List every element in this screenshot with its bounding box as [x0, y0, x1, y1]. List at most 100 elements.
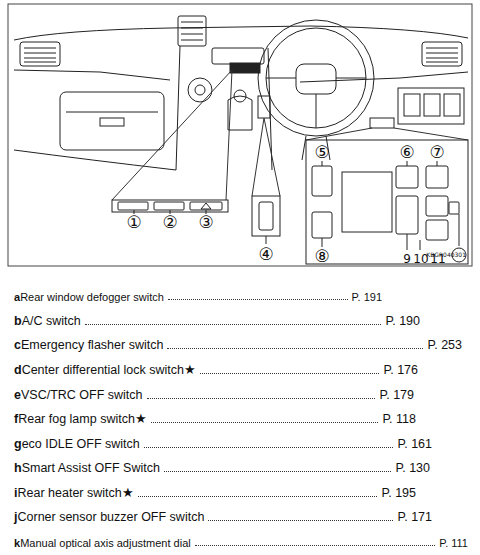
page-ref: P. 118	[382, 412, 416, 426]
vent	[422, 42, 462, 66]
page-ref: P. 253	[427, 338, 462, 352]
vent-fins	[426, 48, 458, 62]
leader-dots	[200, 373, 379, 374]
item-name: Smart Assist OFF Switch	[22, 461, 160, 475]
leader-line	[252, 118, 280, 196]
callout-number: ④	[258, 246, 273, 263]
meter	[404, 94, 420, 116]
list-row: cEmergency flasher switchP. 253	[14, 338, 462, 352]
leader-dots	[85, 324, 382, 325]
audio-unit	[212, 48, 264, 64]
switch-icon	[426, 166, 448, 188]
switch-icon	[426, 196, 448, 216]
leader-dots	[138, 496, 378, 497]
page-ref: P. 176	[383, 363, 418, 377]
glovebox-handle	[100, 118, 124, 126]
inset-box	[252, 196, 280, 236]
page-ref: P. 191	[352, 291, 382, 303]
callout-number: ②	[162, 214, 177, 231]
switch-icon	[190, 202, 222, 210]
item-letter: k	[14, 537, 20, 549]
list-row: iRear heater switch★P. 195	[14, 485, 416, 500]
ac-dial	[195, 85, 205, 95]
console	[176, 46, 272, 170]
callout-number: ⑦	[429, 144, 444, 161]
item-name: Rear window defogger switch	[20, 291, 164, 303]
item-name: Rear heater switch★	[17, 485, 133, 500]
steering-hub	[296, 64, 336, 94]
leader-dots	[151, 422, 379, 423]
frame	[8, 4, 472, 266]
callout-number: ③	[198, 214, 213, 231]
hazard-icon	[201, 203, 211, 209]
steering-spokes	[266, 78, 366, 128]
vent	[20, 42, 60, 66]
switch-blank	[342, 172, 392, 232]
list-row: kManual optical axis adjustment dialP. 1…	[14, 537, 468, 549]
steering-wheel	[258, 20, 374, 136]
switch-icon	[312, 166, 332, 196]
page-ref: P. 171	[397, 510, 432, 524]
figure-code: KBGR040301	[426, 252, 466, 258]
list-row: jCorner sensor buzzer OFF switch P. 171	[14, 510, 432, 524]
dash-top	[14, 26, 468, 40]
leader-line	[266, 236, 267, 244]
leader-dots	[168, 299, 348, 300]
switch-4	[258, 96, 270, 118]
item-letter: j	[14, 510, 17, 524]
page-ref: P. 190	[385, 314, 420, 328]
list-row: dCenter differential lock switch★P. 176	[14, 362, 418, 377]
leader-line	[306, 128, 468, 140]
leader-dots	[167, 348, 423, 349]
leader-line	[322, 161, 459, 250]
item-letter: f	[14, 412, 18, 426]
item-letter: h	[14, 461, 22, 475]
switch-row	[370, 118, 394, 128]
leader-dots	[147, 398, 376, 399]
meter	[444, 94, 460, 116]
item-name: Corner sensor buzzer OFF switch	[17, 510, 204, 524]
item-letter: b	[14, 314, 22, 328]
item-name: Center differential lock switch★	[22, 362, 196, 377]
list-row: eVSC/TRC OFF switchP. 179	[14, 388, 414, 402]
dial-icon	[449, 202, 459, 214]
switch-icon	[312, 212, 332, 238]
meter-cluster	[398, 88, 464, 124]
callout-number: ⑧	[314, 248, 329, 265]
glovebox-line	[66, 112, 158, 113]
vent-fins	[181, 22, 203, 40]
shift-boot	[228, 96, 252, 130]
item-letter: a	[14, 291, 20, 303]
list-row: geco IDLE OFF switchP. 161	[14, 437, 432, 451]
callout-number: ⑤	[314, 144, 329, 161]
inset-box	[306, 140, 468, 264]
switch-icon	[396, 196, 418, 234]
page-ref: P. 179	[379, 388, 414, 402]
item-letter: g	[14, 437, 22, 451]
vent	[178, 16, 206, 46]
leader-dots	[144, 447, 394, 448]
callout-number: 9	[403, 253, 411, 265]
list-row: fRear fog lamp switch★ P. 118	[14, 411, 416, 426]
leader-dots	[195, 545, 436, 546]
item-letter: e	[14, 388, 21, 402]
switch-icon	[118, 202, 148, 210]
page-ref: P. 161	[397, 437, 432, 451]
ac-dial	[188, 78, 212, 102]
leader-dots	[208, 520, 393, 521]
dash-lower	[14, 150, 176, 170]
switch-icon	[426, 220, 448, 240]
list-row: bA/C switch P. 190	[14, 314, 420, 328]
switch-icon	[259, 202, 273, 230]
page-ref: P. 111	[439, 537, 468, 549]
switch-icon	[154, 202, 184, 210]
list-row: aRear window defogger switch P. 191	[14, 291, 382, 303]
callout-number: ①	[126, 214, 141, 231]
shift-knob	[234, 90, 246, 102]
vent-fins	[24, 48, 56, 62]
item-name: A/C switch	[22, 314, 81, 328]
item-name: Rear fog lamp switch★	[18, 411, 147, 426]
item-letter: c	[14, 338, 21, 352]
list-row: hSmart Assist OFF SwitchP. 130	[14, 461, 430, 475]
leader-dots	[164, 471, 392, 472]
